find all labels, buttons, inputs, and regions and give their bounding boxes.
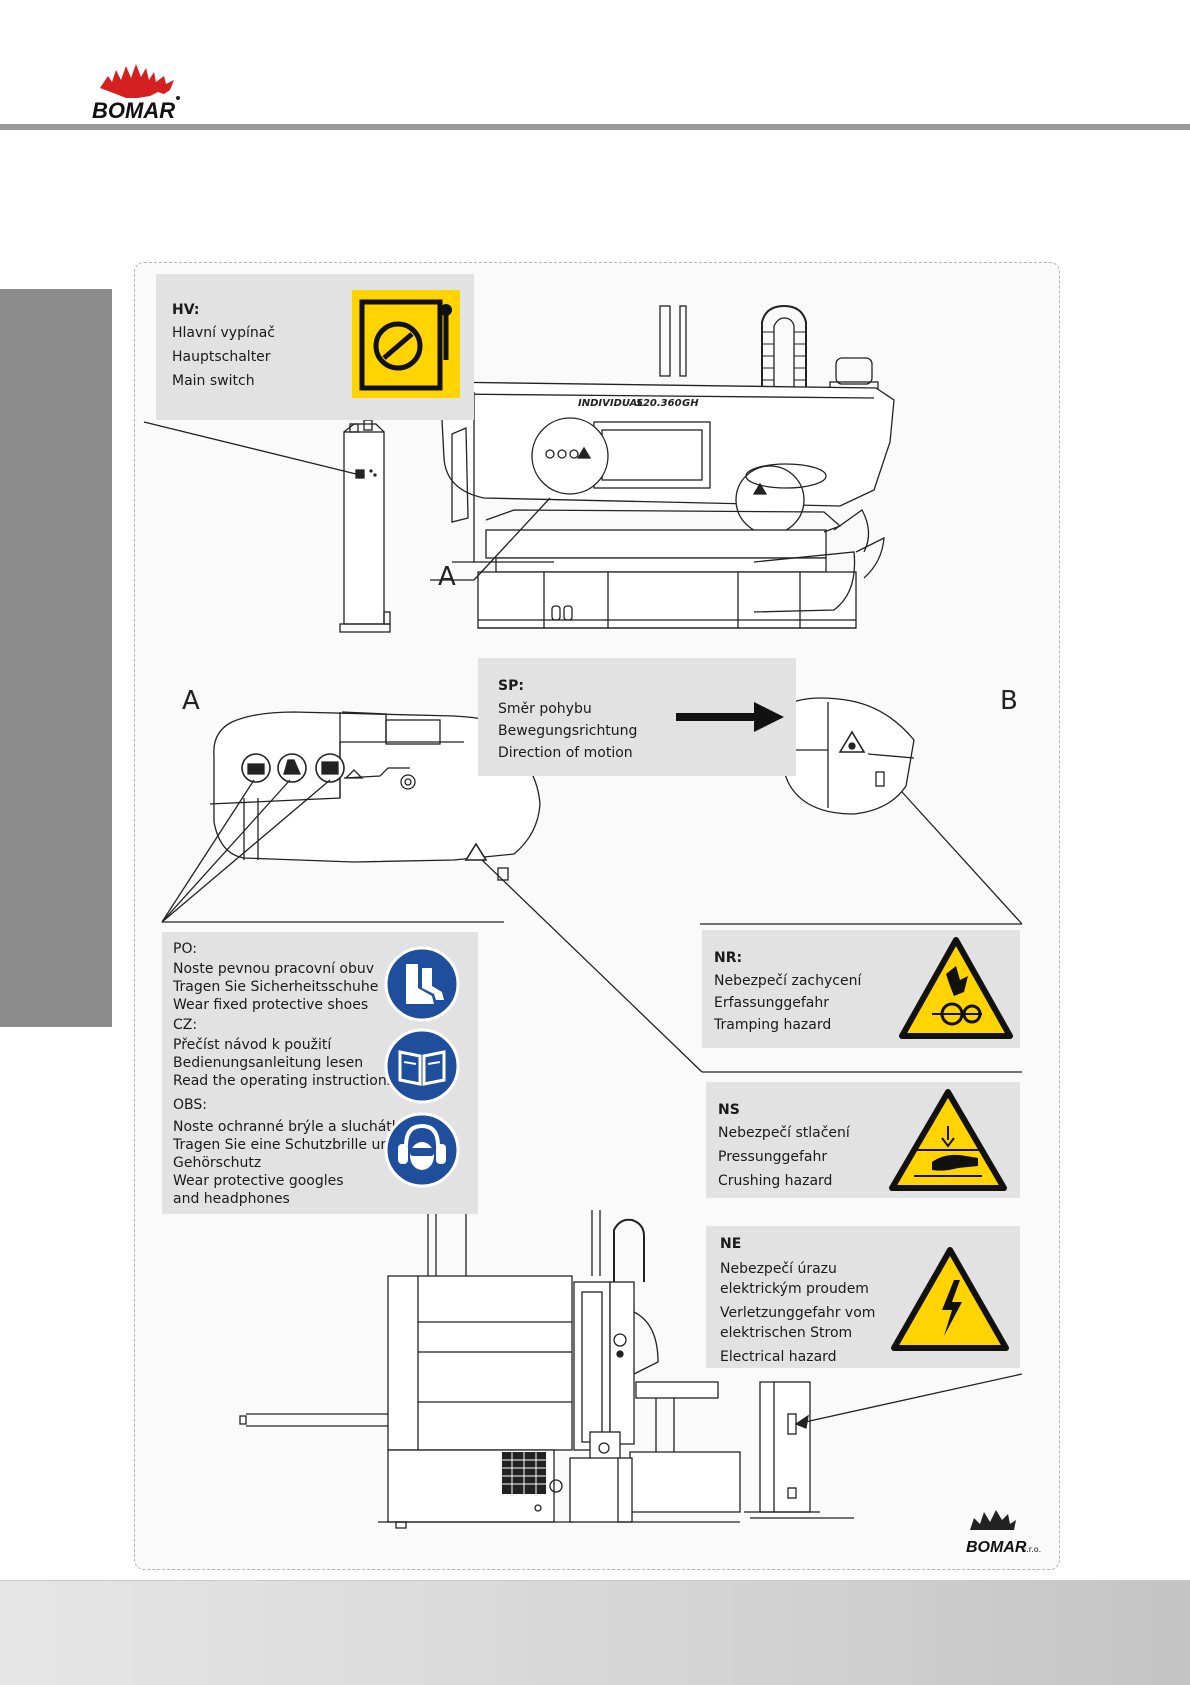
goggles-earmuffs-icon	[384, 1112, 460, 1188]
ns-line-de: Pressunggefahr	[718, 1149, 828, 1165]
hv-line-de: Hauptschalter	[172, 349, 271, 365]
machine-side-view	[239, 1204, 1023, 1529]
hv-code: HV:	[172, 302, 200, 318]
ne-line-4: Electrical hazard	[720, 1349, 837, 1365]
ne-line-1: elektrickým proudem	[720, 1281, 869, 1297]
ns-code: NS	[718, 1102, 740, 1118]
footer-band	[0, 1580, 1190, 1685]
logo-text: BOMAR	[92, 98, 175, 122]
label-b-detail: B	[1000, 686, 1018, 716]
sp-line-de: Bewegungsrichtung	[498, 723, 638, 739]
cz-line-cz: Přečíst návod k použití	[173, 1037, 332, 1053]
bomar-logo: BOMAR	[88, 58, 188, 123]
machine-suffix-text: GH	[682, 398, 699, 409]
cz-line-de: Bedienungsanleitung lesen	[173, 1055, 364, 1071]
ppe-callout: PO: Noste pevnou pracovní obuv Tragen Si…	[162, 932, 478, 1214]
detail-a-view	[161, 711, 1022, 1073]
machine-model-text: INDIVIDUAL	[578, 398, 644, 409]
main-switch-icon	[352, 290, 460, 398]
arrow-right-icon	[676, 702, 784, 732]
ne-line-2: Verletzunggefahr vom	[720, 1305, 876, 1321]
bottom-logo-text: BOMAR	[966, 1539, 1027, 1556]
ns-line-en: Crushing hazard	[718, 1173, 833, 1189]
bottom-logo: BOMAR s.r.o.	[966, 1510, 1041, 1556]
cz-line-en: Read the operating instructions	[173, 1073, 395, 1089]
obs-line-0: Noste ochranné brýle a sluchátka	[173, 1119, 409, 1135]
crushing-hazard-icon	[889, 1089, 1007, 1191]
label-a-detail: A	[182, 686, 200, 716]
obs-line-2: Gehörschutz	[173, 1155, 262, 1171]
ns-callout: NS Nebezpečí stlačení Pressunggefahr Cru…	[706, 1082, 1020, 1198]
detail-b-view	[700, 697, 1023, 925]
obs-line-4: and headphones	[173, 1191, 290, 1207]
obs-line-3: Wear protective googles	[173, 1173, 344, 1189]
po-line-de: Tragen Sie Sicherheitsschuhe	[173, 979, 379, 995]
hv-line-en: Main switch	[172, 373, 255, 389]
nr-line-cz: Nebezpečí zachycení	[714, 973, 862, 989]
electrical-hazard-icon	[891, 1247, 1009, 1351]
nr-callout: NR: Nebezpečí zachycení Erfassunggefahr …	[702, 930, 1020, 1048]
hv-line-cz: Hlavní vypínač	[172, 325, 275, 341]
trapping-hazard-icon	[899, 937, 1013, 1039]
ne-line-3: elektrischen Strom	[720, 1325, 853, 1341]
cz-code: CZ:	[173, 1017, 198, 1033]
bottom-logo-suffix: s.r.o.	[1022, 1545, 1041, 1554]
label-a-top: A	[438, 562, 456, 592]
side-tab	[0, 289, 112, 1027]
nr-line-en: Tramping hazard	[714, 1017, 832, 1033]
safety-shoes-icon	[384, 946, 460, 1022]
dinosaur-logo-icon	[100, 64, 174, 98]
sp-line-en: Direction of motion	[498, 745, 633, 761]
po-line-en: Wear fixed protective shoes	[173, 997, 369, 1013]
hv-callout: HV: Hlavní vypínač Hauptschalter Main sw…	[156, 274, 474, 420]
po-line-cz: Noste pevnou pracovní obuv	[173, 961, 375, 977]
sp-callout: SP: Směr pohybu Bewegungsrichtung Direct…	[478, 658, 796, 776]
obs-code: OBS:	[173, 1097, 207, 1113]
machine-number-text: 520.360	[636, 398, 682, 409]
po-code: PO:	[173, 941, 197, 957]
header-rule	[0, 124, 1190, 130]
ne-callout: NE Nebezpečí úrazu elektrickým proudem V…	[706, 1226, 1020, 1368]
ne-line-0: Nebezpečí úrazu	[720, 1261, 837, 1277]
ne-code: NE	[720, 1236, 742, 1252]
sp-line-cz: Směr pohybu	[498, 701, 592, 717]
ns-line-cz: Nebezpečí stlačení	[718, 1125, 850, 1141]
obs-line-1: Tragen Sie eine Schutzbrille und	[173, 1137, 399, 1153]
read-manual-icon	[384, 1028, 460, 1104]
nr-line-de: Erfassunggefahr	[714, 995, 829, 1011]
nr-code: NR:	[714, 950, 743, 966]
machine-top-view: INDIVIDUAL 520.360 GH	[143, 304, 895, 633]
sp-code: SP:	[498, 678, 524, 694]
machine-drawing: INDIVIDUAL 520.360 GH	[143, 304, 1041, 1556]
